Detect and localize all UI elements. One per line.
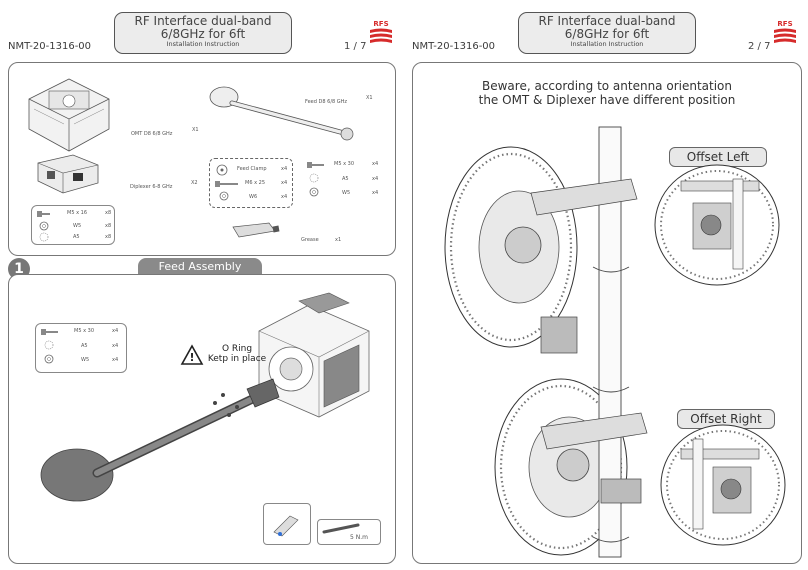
svg-text:!: !	[189, 351, 194, 364]
feed-large-drawing	[40, 378, 280, 502]
title-box: RF Interface dual-band 6/8GHz for 6ft In…	[114, 12, 292, 54]
step-bolt-icon	[41, 329, 58, 335]
washer-a5b-icon	[39, 232, 49, 242]
step-title: Feed Assembly	[138, 258, 262, 275]
title-line3-right: Installation Instruction	[570, 40, 644, 49]
grease-tube-icon	[232, 222, 280, 238]
feed-clamp-kit	[209, 158, 293, 208]
omt-label: OMT D8 6/8 GHz	[131, 131, 173, 137]
offset-right-label: Offset Right	[677, 409, 775, 429]
page-number-right: 2 / 7	[748, 41, 771, 52]
oring-line1: O Ring	[221, 344, 253, 354]
step-a5-qty: x4	[112, 343, 119, 349]
torque-wrench-icon	[322, 523, 360, 534]
orientation-heading: Beware, according to antenna orientation…	[433, 79, 781, 107]
omt-large-drawing	[258, 292, 370, 418]
diplexer-fastener-box	[31, 205, 115, 245]
doc-number: NMT-20-1316-00	[8, 41, 92, 52]
feed-label: Feed D8 6/8 GHz	[305, 99, 348, 105]
m5-16-qty: x8	[105, 210, 112, 216]
diplexer-drawing	[37, 154, 99, 194]
grease-qty: x1	[335, 237, 342, 243]
step-w5-qty: x4	[112, 357, 119, 363]
heading-line2: the OMT & Diplexer have different positi…	[478, 93, 736, 107]
feed-qty: X1	[366, 95, 373, 101]
w5b-qty: x8	[105, 223, 112, 229]
m5-30-label: M5 x 30	[334, 161, 354, 167]
grease-label: Grease	[301, 237, 319, 243]
grease-step-icon	[273, 515, 299, 537]
offset-right-detail	[660, 424, 786, 546]
feed-clamp-icon	[216, 164, 228, 176]
diplexer-label: Diplexer 6-8 GHz	[130, 184, 173, 190]
logo-text: RFS	[373, 20, 388, 28]
a5b-label: A5	[73, 234, 80, 240]
offset-left-detail	[654, 164, 780, 286]
page-number: 1 / 7	[344, 41, 367, 52]
rfs-logo: RFS	[368, 18, 394, 44]
title-box-right: RF Interface dual-band 6/8GHz for 6ft In…	[518, 12, 696, 54]
feed-assembly-panel: M5 x 30 x4 A5 x4 W5 x4 ! O Ring Ketp in …	[8, 274, 396, 564]
step-w5-icon	[44, 354, 54, 364]
title-line1: RF Interface dual-band	[134, 14, 272, 28]
offset-left-label: Offset Left	[669, 147, 767, 167]
heading-line1: Beware, according to antenna orientation	[482, 79, 732, 93]
feed-clamp-qty: x4	[281, 166, 288, 172]
feed-clamp-label: Feed Clamp	[237, 166, 267, 172]
orientation-panel: Beware, according to antenna orientation…	[412, 62, 802, 564]
title-line1-right: RF Interface dual-band	[538, 14, 676, 28]
diplexer-qty: X2	[191, 180, 198, 186]
w6-qty: x4	[281, 194, 288, 200]
antenna-mount-drawing	[444, 126, 648, 558]
parts-panel: OMT D8 6/8 GHz X1 Feed D8 6/8 GHz X1 Dip…	[8, 62, 396, 256]
torque-box: 5 N.m	[317, 519, 381, 545]
grease-step-box	[263, 503, 311, 545]
oring-callout: O Ring Ketp in place	[205, 344, 269, 365]
title-line2: 6/8GHz for 6ft	[160, 27, 246, 42]
a5b-qty: x8	[105, 234, 112, 240]
m6-25-qty: x4	[281, 180, 288, 186]
w5-label: W5	[342, 190, 351, 196]
washer-a5-icon	[309, 173, 319, 183]
rfs-logo-right: RFS	[772, 18, 798, 44]
omt-drawing	[28, 78, 110, 152]
torque-value: 5 N.m	[350, 534, 368, 541]
omt-qty: X1	[192, 127, 199, 133]
step-fastener-box	[35, 323, 127, 373]
bolt-m5-30-icon	[307, 162, 324, 168]
feed-drawing	[209, 86, 354, 141]
step-a5-label: A5	[81, 343, 88, 349]
step-m5-30-qty: x4	[112, 328, 119, 334]
step-m5-30-label: M5 x 30	[74, 328, 94, 334]
doc-number-right: NMT-20-1316-00	[412, 41, 496, 52]
w5-qty: x4	[372, 190, 379, 196]
a5-label: A5	[342, 176, 349, 182]
m5-16-label: M5 x 16	[67, 210, 87, 216]
m6-25-label: M6 x 25	[245, 180, 265, 186]
step-w5-label: W5	[81, 357, 90, 363]
oring-line2: Ketp in place	[207, 353, 267, 364]
warning-icon: !	[180, 344, 204, 365]
w6-label: W6	[249, 194, 258, 200]
title-line3: Installation Instruction	[166, 40, 240, 49]
step-a5-icon	[44, 340, 54, 350]
title-line2-right: 6/8GHz for 6ft	[564, 27, 650, 42]
logo-text-right: RFS	[777, 20, 792, 28]
washer-w6-icon	[219, 191, 229, 201]
a5-qty: x4	[372, 176, 379, 182]
bolt-m5-16-icon	[37, 211, 50, 217]
w5b-label: W5	[73, 223, 82, 229]
m5-30-qty: x4	[372, 161, 379, 167]
washer-w5b-icon	[39, 221, 49, 231]
bolt-m6-icon	[215, 181, 238, 187]
washer-w5-icon	[309, 187, 319, 197]
